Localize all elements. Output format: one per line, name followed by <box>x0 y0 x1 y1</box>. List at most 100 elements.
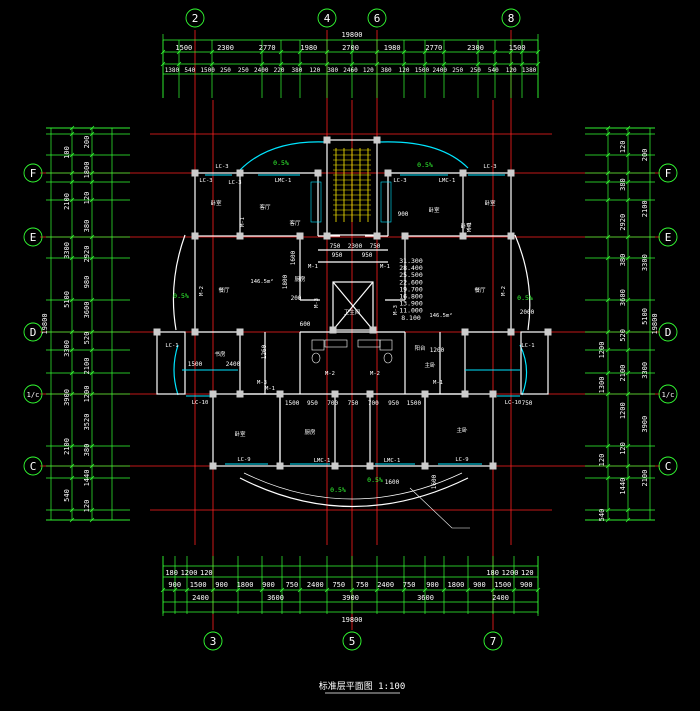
column-9 <box>401 232 409 240</box>
dim-right-i-5: 520 <box>619 329 627 342</box>
dim-right-i-8: 120 <box>619 442 627 455</box>
dim-left-i-10: 3520 <box>83 414 91 431</box>
dim-left-i-7: 520 <box>83 332 91 345</box>
column-25 <box>489 390 497 398</box>
label-room-14: 阳台 <box>414 344 426 352</box>
label-slope-4: 0.5% <box>330 486 346 494</box>
axis-bubbles <box>23 8 678 651</box>
column-33 <box>373 136 381 144</box>
label-m-6: M-1 <box>308 264 318 270</box>
column-11 <box>507 232 515 240</box>
dim-top-r2-11: 120 <box>363 67 374 74</box>
axis-left-1: F <box>30 167 37 180</box>
dim-left-o-3: 5100 <box>63 291 71 308</box>
axis-bottom-2: 5 <box>349 635 356 648</box>
elevation-6: 13.900 <box>399 300 423 308</box>
dim-bot-r2-12: 1800 <box>448 581 465 589</box>
dim-right-o-3: 5100 <box>641 308 649 325</box>
label-lc-2: LC-3 <box>393 178 406 184</box>
dim-right-m-0: 1200 <box>598 342 606 359</box>
dim-right-o-4: 3300 <box>641 362 649 379</box>
elevation-4: 19.700 <box>399 285 423 293</box>
label-m-8: M-3 <box>314 298 320 308</box>
dim-top-r2-3: 250 <box>220 67 231 74</box>
label-room-10: 餐厅 <box>474 286 486 294</box>
dimension-ticks <box>46 40 655 614</box>
stair-steps <box>333 149 371 216</box>
label-room-15: 卧室 <box>460 222 472 230</box>
column-31 <box>489 462 497 470</box>
dim-bot-r1a-1: 1200 <box>181 569 198 577</box>
column-20 <box>276 390 284 398</box>
column-26 <box>209 462 217 470</box>
dim-bottom-total: 19800 <box>341 616 362 624</box>
dim-right-o-1: 2100 <box>641 200 649 217</box>
dim-left-i-0: 200 <box>83 136 91 149</box>
label-m-10: M-3 <box>257 380 267 386</box>
inner-m-1: 1600 <box>290 250 297 265</box>
column-16 <box>153 328 161 336</box>
column-6 <box>191 232 199 240</box>
label-lc-6: LC-10 <box>192 400 209 406</box>
column-14 <box>461 328 469 336</box>
leader-line <box>409 487 470 529</box>
dim-top-r1-8: 1500 <box>509 44 526 52</box>
inner-b-4: 700 <box>368 400 379 407</box>
dim-left-o-4: 3300 <box>63 340 71 357</box>
column-35 <box>373 232 381 240</box>
axis-left-4: 1/c <box>27 391 40 399</box>
dim-bot-r2-3: 1800 <box>237 581 254 589</box>
dim-top-r2-20: 1380 <box>522 67 537 74</box>
dim-bot-r1b-2: 120 <box>521 569 534 577</box>
dim-right-o-0: 200 <box>641 149 649 162</box>
column-32 <box>323 136 331 144</box>
elevation-7: 11.000 <box>399 307 423 315</box>
dim-right-i-2: 2920 <box>619 214 627 231</box>
label-lc-0: LC-3 <box>215 164 228 170</box>
dim-top-r2-0: 1380 <box>165 67 180 74</box>
column-18 <box>209 390 217 398</box>
dim-top-r2-1: 540 <box>184 67 195 74</box>
dim-top-r2-17: 250 <box>470 67 481 74</box>
dim-top-r2-4: 250 <box>238 67 249 74</box>
inner-b-1: 950 <box>307 400 318 407</box>
drawing-title: 标准层平面图 1:100 <box>319 680 406 692</box>
elevation-0: 31.300 <box>399 257 423 265</box>
dim-left-i-8: 2100 <box>83 358 91 375</box>
dim-left-i-6: 3600 <box>83 302 91 319</box>
column-28 <box>331 462 339 470</box>
inner-m-4: 1260 <box>261 344 268 359</box>
dim-left-total: 19800 <box>41 313 49 334</box>
axis-right-1: F <box>665 167 672 180</box>
inner-b-3: 750 <box>348 400 359 407</box>
label-m-12: M-1 <box>433 380 443 386</box>
dim-right-i-7: 1200 <box>619 402 627 419</box>
inner-a-1: 2300 <box>348 243 363 250</box>
label-room-8: 厨房 <box>294 275 306 283</box>
inner-a2-1: 950 <box>362 252 373 259</box>
column-30 <box>421 462 429 470</box>
inner-m-0: 900 <box>398 211 409 218</box>
inner-b-6: 1500 <box>407 400 422 407</box>
dim-top-r2-10: 2460 <box>343 67 358 74</box>
dim-bot-r3-3: 3600 <box>417 594 434 602</box>
axis-left-5: C <box>30 460 37 473</box>
dim-left-o-6: 2100 <box>63 438 71 455</box>
dim-left-i-13: 120 <box>83 500 91 513</box>
inner-misc: 9001600180012001260240015002000600200160… <box>188 211 535 489</box>
column-19 <box>236 390 244 398</box>
dim-bot-r1a-0: 180 <box>165 569 178 577</box>
label-m-7: M-1 <box>380 264 390 270</box>
dim-bot-r1b-1: 1200 <box>502 569 519 577</box>
dim-top-r2-7: 380 <box>292 67 303 74</box>
dim-top-r1-0: 1500 <box>175 44 192 52</box>
dim-top-r2-6: 220 <box>274 67 285 74</box>
label-slope-1: 0.5% <box>417 161 433 169</box>
dim-right-o-5: 3900 <box>641 416 649 433</box>
inner-a-0: 750 <box>330 243 341 250</box>
label-room-11: 主卧 <box>424 361 436 369</box>
